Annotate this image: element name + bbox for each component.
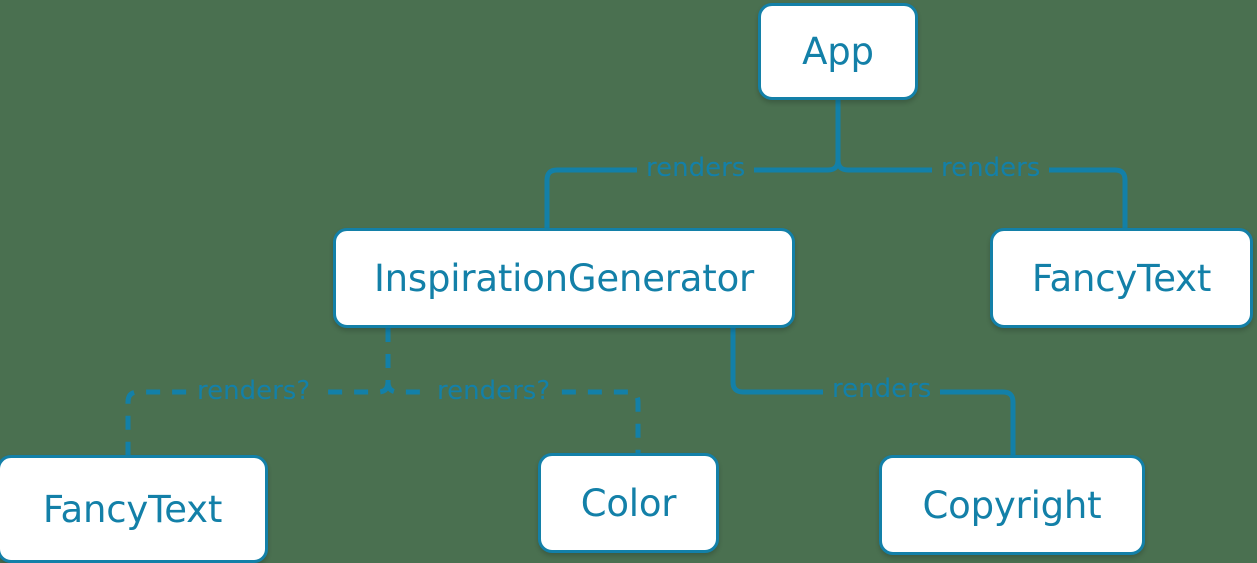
edge-label-inspirationgenerator-to-fancytext: renders?: [188, 378, 320, 404]
node-color[interactable]: Color: [538, 453, 719, 553]
node-fancytext-right[interactable]: FancyText: [990, 228, 1253, 328]
node-inspirationgenerator[interactable]: InspirationGenerator: [333, 228, 795, 328]
edge-label-inspirationgenerator-to-color: renders?: [428, 378, 560, 404]
node-color-label: Color: [580, 481, 677, 525]
node-copyright-label: Copyright: [922, 483, 1102, 527]
node-app[interactable]: App: [758, 3, 918, 100]
edge-label-app-to-inspirationgenerator: renders: [637, 155, 755, 181]
edge-label-inspirationgenerator-to-copyright: renders: [823, 376, 941, 402]
node-fancytext-bottom[interactable]: FancyText: [0, 455, 268, 563]
node-app-label: App: [802, 30, 874, 73]
node-inspirationgenerator-label: InspirationGenerator: [373, 256, 755, 300]
node-fancytext-right-label: FancyText: [1031, 256, 1212, 300]
node-fancytext-bottom-label: FancyText: [42, 487, 223, 531]
node-copyright[interactable]: Copyright: [879, 455, 1145, 555]
edge-label-app-to-fancytext: renders: [932, 155, 1050, 181]
